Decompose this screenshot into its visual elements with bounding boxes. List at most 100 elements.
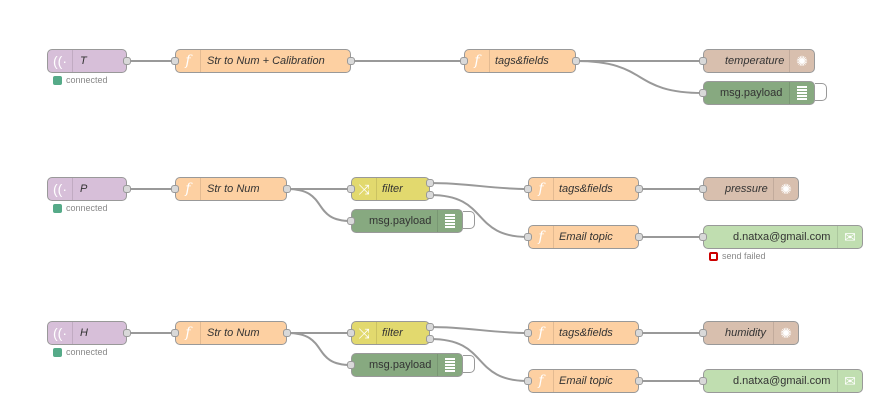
- input-port[interactable]: [347, 361, 355, 369]
- function-icon: f: [529, 322, 554, 344]
- node-label: Email topic: [559, 231, 613, 243]
- mqtt-in-node-h[interactable]: ((· H: [47, 321, 131, 345]
- status-text: connected: [66, 75, 108, 85]
- output-port[interactable]: [635, 329, 643, 337]
- node-label: pressure: [725, 183, 768, 195]
- radio-wave-icon: ((·: [48, 322, 73, 344]
- list-icon: [437, 210, 462, 232]
- database-icon: ✺: [789, 50, 814, 72]
- input-port[interactable]: [699, 329, 707, 337]
- node-label: tags&fields: [559, 327, 613, 339]
- node-label: msg.payload: [369, 215, 432, 227]
- radio-wave-icon: ((·: [48, 178, 73, 200]
- function-node-calibration[interactable]: f Str to Num + Calibration: [171, 49, 355, 73]
- output-port[interactable]: [283, 329, 291, 337]
- email-node[interactable]: d.natxa@gmail.com ✉: [699, 369, 863, 393]
- node-status: connected: [53, 75, 108, 85]
- status-dot: [53, 347, 62, 357]
- function-node-email-topic[interactable]: f Email topic: [524, 369, 643, 393]
- switch-node-filter[interactable]: ⤨ filter: [347, 177, 434, 201]
- output-port[interactable]: [635, 185, 643, 193]
- list-icon: [437, 354, 462, 376]
- debug-node[interactable]: msg.payload: [347, 353, 463, 377]
- input-port[interactable]: [347, 185, 355, 193]
- node-label: temperature: [725, 55, 785, 67]
- input-port[interactable]: [699, 57, 707, 65]
- wire: [429, 338, 529, 382]
- function-icon: f: [176, 50, 201, 72]
- input-port[interactable]: [460, 57, 468, 65]
- node-label: msg.payload: [720, 87, 783, 99]
- node-label: Str to Num + Calibration: [207, 55, 325, 67]
- input-port[interactable]: [524, 329, 532, 337]
- node-label: tags&fields: [495, 55, 549, 67]
- output-port-1[interactable]: [426, 323, 434, 331]
- debug-toggle[interactable]: [815, 83, 827, 101]
- input-port[interactable]: [699, 377, 707, 385]
- influxdb-node-humidity[interactable]: humidity ✺: [699, 321, 799, 345]
- wire: [429, 326, 529, 334]
- output-port[interactable]: [572, 57, 580, 65]
- function-node-tags-fields[interactable]: f tags&fields: [524, 321, 643, 345]
- debug-toggle[interactable]: [463, 355, 475, 373]
- output-port-2[interactable]: [426, 191, 434, 199]
- input-port[interactable]: [524, 185, 532, 193]
- node-label: P: [80, 183, 88, 195]
- switch-node-filter[interactable]: ⤨ filter: [347, 321, 434, 345]
- mqtt-in-node-p[interactable]: ((· P: [47, 177, 131, 201]
- input-port[interactable]: [524, 377, 532, 385]
- input-port[interactable]: [171, 329, 179, 337]
- output-port[interactable]: [635, 233, 643, 241]
- input-port[interactable]: [171, 185, 179, 193]
- node-label: filter: [382, 327, 403, 339]
- list-icon: [789, 82, 814, 104]
- influxdb-node-temperature[interactable]: temperature ✺: [699, 49, 815, 73]
- node-label: T: [80, 55, 87, 67]
- function-node-email-topic[interactable]: f Email topic: [524, 225, 643, 249]
- function-node-str-to-num[interactable]: f Str to Num: [171, 177, 291, 201]
- debug-node[interactable]: msg.payload: [699, 81, 815, 105]
- node-label: tags&fields: [559, 183, 613, 195]
- wire: [286, 332, 352, 366]
- node-label: d.natxa@gmail.com: [733, 231, 831, 243]
- function-node-tags-fields[interactable]: f tags&fields: [460, 49, 580, 73]
- output-port[interactable]: [123, 185, 131, 193]
- influxdb-node-pressure[interactable]: pressure ✺: [699, 177, 799, 201]
- email-node[interactable]: d.natxa@gmail.com ✉: [699, 225, 863, 249]
- envelope-icon: ✉: [837, 370, 862, 392]
- output-port[interactable]: [283, 185, 291, 193]
- input-port[interactable]: [347, 329, 355, 337]
- function-node-str-to-num[interactable]: f Str to Num: [171, 321, 291, 345]
- input-port[interactable]: [524, 233, 532, 241]
- input-port[interactable]: [699, 185, 707, 193]
- output-port-1[interactable]: [426, 179, 434, 187]
- output-port[interactable]: [347, 57, 355, 65]
- node-label: Str to Num: [207, 183, 260, 195]
- function-node-tags-fields[interactable]: f tags&fields: [524, 177, 643, 201]
- database-icon: ✺: [773, 322, 798, 344]
- output-port-2[interactable]: [426, 335, 434, 343]
- wire: [286, 188, 352, 222]
- status-text: connected: [66, 347, 108, 357]
- node-status: send failed: [709, 251, 766, 261]
- node-label: d.natxa@gmail.com: [733, 375, 831, 387]
- output-port[interactable]: [123, 57, 131, 65]
- output-port[interactable]: [123, 329, 131, 337]
- debug-toggle[interactable]: [463, 211, 475, 229]
- input-port[interactable]: [699, 89, 707, 97]
- node-label: Str to Num: [207, 327, 260, 339]
- output-port[interactable]: [635, 377, 643, 385]
- function-icon: f: [176, 322, 201, 344]
- input-port[interactable]: [699, 233, 707, 241]
- input-port[interactable]: [347, 217, 355, 225]
- debug-node[interactable]: msg.payload: [347, 209, 463, 233]
- envelope-icon: ✉: [837, 226, 862, 248]
- status-dot: [709, 251, 718, 261]
- switch-icon: ⤨: [352, 322, 377, 344]
- mqtt-in-node-t[interactable]: ((· T: [47, 49, 131, 73]
- node-label: H: [80, 327, 88, 339]
- input-port[interactable]: [171, 57, 179, 65]
- node-label: humidity: [725, 327, 766, 339]
- wire: [575, 60, 704, 94]
